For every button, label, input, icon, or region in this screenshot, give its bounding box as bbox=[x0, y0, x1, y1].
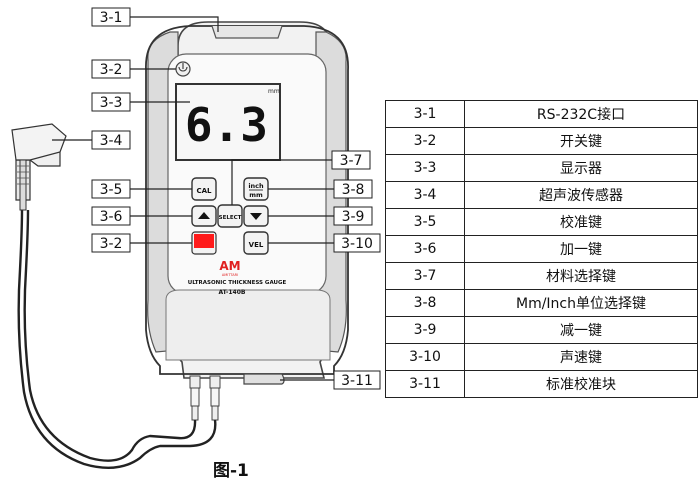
legend-code: 3-7 bbox=[385, 262, 465, 290]
up-button[interactable] bbox=[191, 205, 217, 227]
legend-name: 声速键 bbox=[464, 343, 698, 371]
callout-3-11: 3-11 bbox=[341, 373, 373, 389]
svg-text:SELECT: SELECT bbox=[219, 215, 242, 221]
power-icon[interactable] bbox=[175, 61, 191, 77]
svg-text:CAL: CAL bbox=[196, 187, 212, 195]
svg-text:AM: AM bbox=[219, 259, 240, 273]
display-unit: mm bbox=[268, 88, 280, 95]
unit-button[interactable]: inch mm bbox=[243, 177, 269, 201]
legend-code: 3-5 bbox=[385, 208, 465, 236]
figure-caption: 图-1 bbox=[213, 461, 249, 481]
callout-3-4: 3-4 bbox=[100, 133, 123, 149]
callout-3-7: 3-7 bbox=[340, 153, 363, 169]
calibration-block bbox=[243, 373, 285, 385]
svg-text:mm: mm bbox=[249, 191, 263, 199]
legend-code: 3-10 bbox=[385, 343, 465, 371]
leader-lines bbox=[52, 16, 334, 381]
select-button[interactable]: SELECT bbox=[217, 204, 243, 228]
legend-code: 3-8 bbox=[385, 289, 465, 317]
power-button[interactable] bbox=[191, 231, 217, 255]
legend-name: 材料选择键 bbox=[464, 262, 698, 290]
transducer-probe bbox=[11, 123, 67, 211]
callout-3-8: 3-8 bbox=[342, 182, 365, 198]
callout-3-3: 3-3 bbox=[100, 95, 123, 111]
probe-connectors bbox=[189, 375, 221, 421]
legend-code: 3-2 bbox=[385, 127, 465, 155]
callout-3-2-bottom: 3-2 bbox=[100, 236, 123, 252]
callout-3-1: 3-1 bbox=[100, 10, 123, 26]
vel-button[interactable]: VEL bbox=[243, 231, 269, 255]
display-value: 6.3 bbox=[185, 98, 268, 152]
brand-logo: AM AMITTARI bbox=[219, 259, 240, 277]
legend-code: 3-3 bbox=[385, 154, 465, 182]
up-arrow-icon bbox=[198, 212, 210, 219]
callout-3-5: 3-5 bbox=[100, 182, 123, 198]
legend-name: 标准校准块 bbox=[464, 370, 698, 398]
legend-name: 开关键 bbox=[464, 127, 698, 155]
svg-text:inch: inch bbox=[248, 182, 264, 190]
legend-name: 显示器 bbox=[464, 154, 698, 182]
svg-text:AMITTARI: AMITTARI bbox=[222, 273, 238, 277]
callout-3-6: 3-6 bbox=[100, 209, 123, 225]
legend-code: 3-4 bbox=[385, 181, 465, 209]
lcd-display: mm 6.3 bbox=[175, 83, 281, 161]
cal-button[interactable]: CAL bbox=[191, 177, 217, 201]
model-title: ULTRASONIC THICKNESS GAUGE bbox=[188, 280, 287, 286]
down-arrow-icon bbox=[250, 213, 262, 220]
callout-3-10: 3-10 bbox=[341, 236, 373, 252]
callout-3-2-top: 3-2 bbox=[100, 62, 123, 78]
legend-code: 3-11 bbox=[385, 370, 465, 398]
svg-text:VEL: VEL bbox=[249, 241, 264, 249]
legend-name: 减一键 bbox=[464, 316, 698, 344]
callout-3-9: 3-9 bbox=[342, 209, 365, 225]
legend-code: 3-1 bbox=[385, 100, 465, 128]
legend-code: 3-6 bbox=[385, 235, 465, 263]
probe-cable bbox=[23, 209, 197, 462]
legend-name: 加一键 bbox=[464, 235, 698, 263]
legend-name: Mm/Inch单位选择键 bbox=[464, 289, 698, 317]
legend-name: RS-232C接口 bbox=[464, 100, 698, 128]
legend-name: 校准键 bbox=[464, 208, 698, 236]
down-button[interactable] bbox=[243, 205, 269, 227]
legend-code: 3-9 bbox=[385, 316, 465, 344]
legend-name: 超声波传感器 bbox=[464, 181, 698, 209]
model-number: AT-140B bbox=[219, 289, 246, 296]
